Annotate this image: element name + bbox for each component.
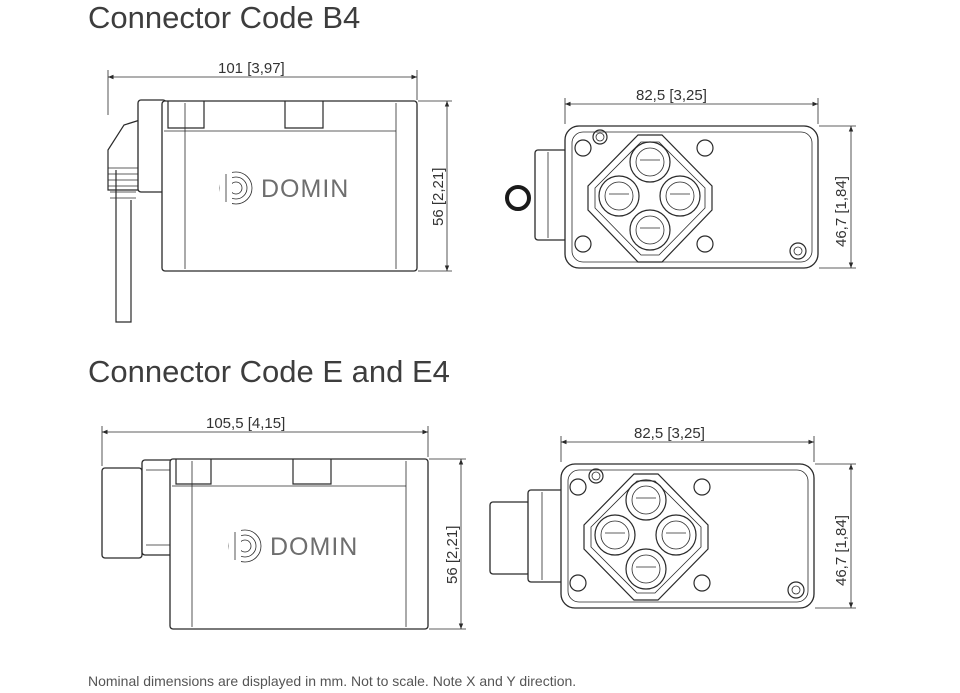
b4-ring-connector (505, 185, 531, 211)
e-side-height-label: 56 [2,21] (444, 526, 461, 584)
b4-end-width-label: 82,5 [3,25] (636, 87, 707, 104)
b4-side-height-label: 56 [2,21] (430, 168, 447, 226)
b4-end-housing (564, 125, 819, 269)
section-title-e-e4: Connector Code E and E4 (88, 354, 450, 389)
b4-screws (574, 129, 807, 260)
b4-end-view: 82,5 [3,25] 46,7 [1,84] (505, 87, 856, 269)
b4-cable (107, 119, 141, 323)
e-screws (569, 468, 805, 599)
b4-end-height-label: 46,7 [1,84] (833, 176, 850, 247)
section-title-b4: Connector Code B4 (88, 0, 361, 35)
b4-side-width-label: 101 [3,97] (218, 60, 285, 77)
b4-logo-text: DOMIN (261, 175, 349, 203)
b4-pins (598, 141, 701, 251)
e-end-height-label: 46,7 [1,84] (833, 515, 850, 586)
e-pins (594, 479, 697, 590)
e-end-housing (560, 463, 815, 609)
e-end-view: 82,5 [3,25] 46,7 [1,84] (489, 425, 856, 609)
b4-logo (219, 171, 253, 205)
e-end-plug (489, 501, 531, 575)
e-logo-text: DOMIN (270, 533, 358, 561)
e-logo (228, 529, 262, 563)
e-side-view: DOMIN 105,5 [4,15] 56 [2,21] (101, 415, 466, 630)
b4-side-view: DOMIN 101 [3,97] 56 [2,21] (107, 60, 452, 323)
e-side-width-label: 105,5 [4,15] (206, 415, 285, 432)
e-end-width-label: 82,5 [3,25] (634, 425, 705, 442)
footnote: Nominal dimensions are displayed in mm. … (88, 673, 577, 689)
e-connector-plug (101, 467, 143, 559)
